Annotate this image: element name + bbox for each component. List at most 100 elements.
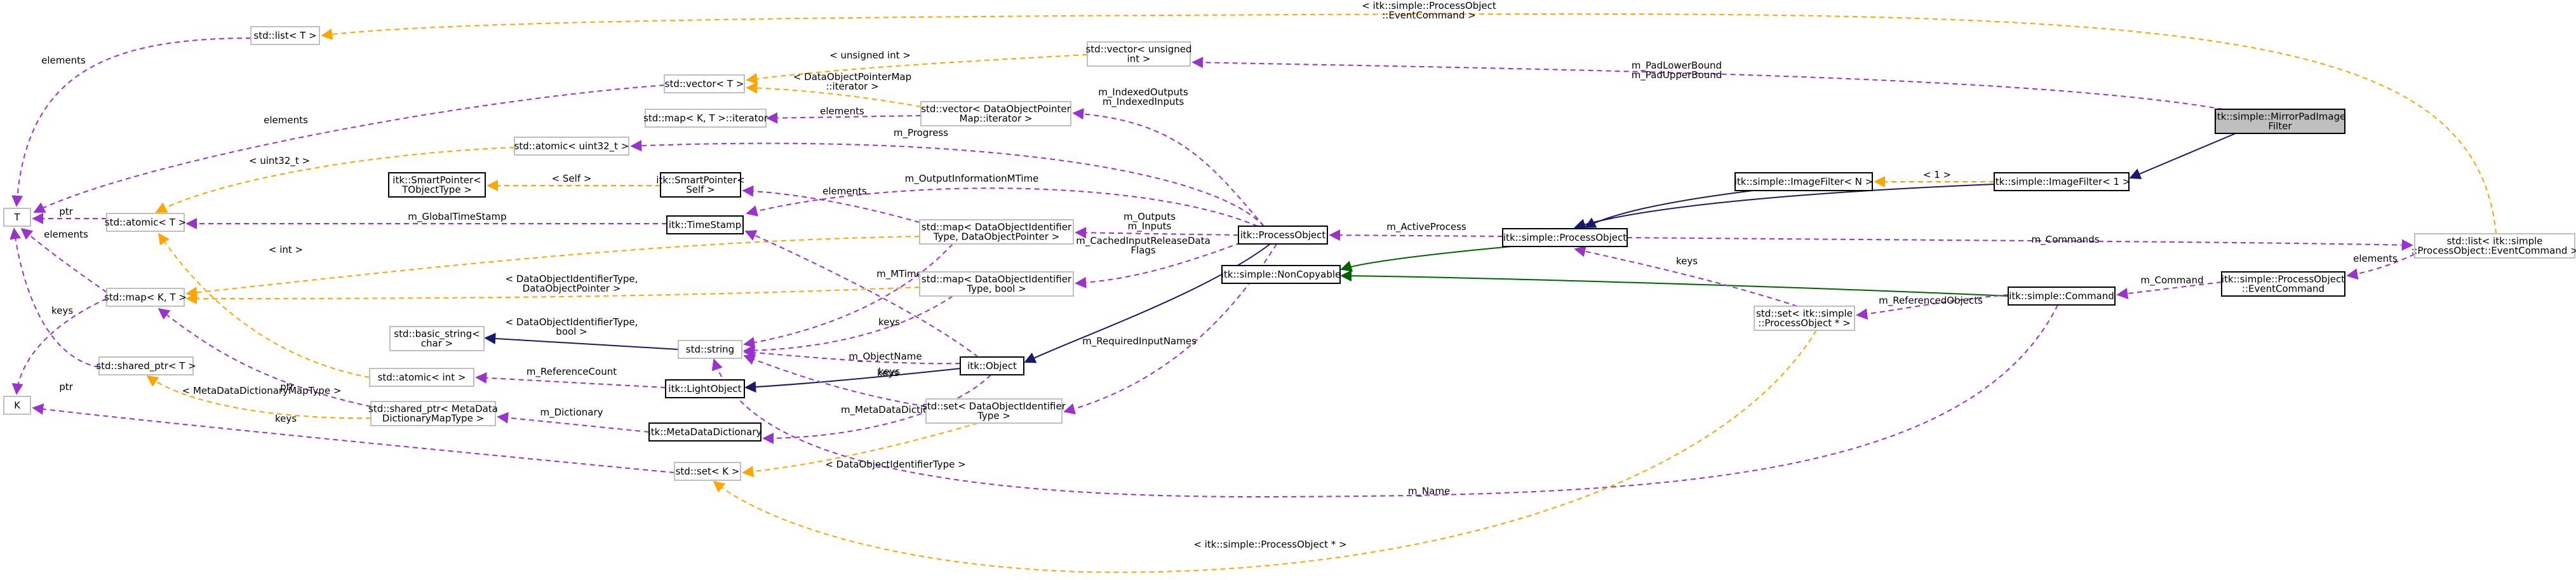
edge-label-output-mtime: m_OutputInformationMTime xyxy=(905,173,1039,185)
edge-label-pad-bound: m_PadLowerBound xyxy=(1632,60,1722,72)
edge-label-active-process: m_ActiveProcess xyxy=(1386,221,1466,233)
node-set-po[interactable]: std::set< itk::simple::ProcessObject * > xyxy=(1754,306,1855,331)
node-vector-t[interactable]: std::vector< T > xyxy=(664,74,745,93)
node-light-object[interactable]: itk::LightObject xyxy=(665,379,745,398)
edge-dictionary xyxy=(497,412,650,433)
node-shared-ptr-meta[interactable]: std::shared_ptr< MetaDataDictionaryMapTy… xyxy=(368,401,498,426)
node-vector-dopm[interactable]: std::vector< DataObjectPointerMap::itera… xyxy=(920,101,1071,126)
node-label: std::list< itk::simple xyxy=(2446,236,2542,247)
edge-label-t-ptr: ptr xyxy=(59,206,73,217)
edge-label-progress: m_Progress xyxy=(894,127,948,139)
edge-reference-count xyxy=(475,372,666,388)
node-basic-string[interactable]: std::basic_string<char > xyxy=(389,326,485,351)
node-label: std::set< itk::simple xyxy=(1756,308,1853,320)
node-label: itk::Object xyxy=(967,360,1017,372)
node-command[interactable]: itk::simple::Command xyxy=(2008,287,2116,306)
edge-label-referenced-objects: m_ReferencedObjects xyxy=(1879,295,1983,307)
node-label: itk::LightObject xyxy=(668,383,741,395)
node-map-dop[interactable]: std::map< DataObjectIdentifierType, Data… xyxy=(919,219,1074,245)
node-noncopyable[interactable]: itk::simple::NonCopyable xyxy=(1221,265,1341,284)
node-label: itk::simple::NonCopyable xyxy=(1221,269,1341,280)
node-label: ::ProcessObject * > xyxy=(1758,318,1850,329)
node-label: Type, DataObjectPointer > xyxy=(933,231,1060,243)
node-smartptr-t[interactable]: itk::SmartPointer<TObjectType > xyxy=(388,172,486,198)
edge-label-map-dob-tpl: bool > xyxy=(556,326,587,337)
edge-label-unsigned-int: < unsigned int > xyxy=(829,50,911,61)
edge-label-keys-set: keys xyxy=(877,367,899,379)
node-label: std::atomic< int > xyxy=(378,372,466,383)
node-label: itk::ProcessObject xyxy=(1240,229,1326,241)
node-label: itk::simple::ImageFilter< 1 > xyxy=(1993,176,2131,187)
edge-label-keys-string2: keys xyxy=(878,366,900,377)
edge-uint32 xyxy=(155,147,515,213)
edge-label-indexed: m_IndexedOutputs xyxy=(1098,86,1188,98)
edge-label-map-dop-tpl: DataObjectPointer > xyxy=(523,283,621,294)
inherit-processobject-to-object xyxy=(1024,243,1271,363)
node-atomic-uint32[interactable]: std::atomic< uint32_t > xyxy=(514,137,629,156)
node-process-object[interactable]: itk::ProcessObject xyxy=(1238,226,1328,245)
node-label: std::set< DataObjectIdentifier xyxy=(922,401,1066,412)
node-label: std::list< T > xyxy=(253,30,316,41)
node-label: std::set< K > xyxy=(676,466,740,477)
edge-indexed xyxy=(1072,108,1265,227)
node-label: std::atomic< uint32_t > xyxy=(514,140,629,152)
node-atomic-t[interactable]: std::atomic< T > xyxy=(105,213,186,232)
node-set-doi[interactable]: std::set< DataObjectIdentifierType > xyxy=(922,398,1066,424)
node-label: itk::simple::MirrorPadImage xyxy=(2215,111,2346,123)
node-map-dob[interactable]: std::map< DataObjectIdentifierType, bool… xyxy=(919,271,1074,297)
node-map-kt[interactable]: std::map< K, T > xyxy=(104,288,187,307)
node-string[interactable]: std::string xyxy=(678,340,742,359)
edge-label-keys-string: keys xyxy=(878,316,900,328)
edge-label-cached: m_CachedInputReleaseData xyxy=(1076,235,1211,247)
edge-label-shared-ptr: ptr xyxy=(280,381,294,393)
edge-keys-spo xyxy=(1574,245,1798,307)
node-label: itk::MetaDataDictionary xyxy=(648,426,762,438)
edge-label-map-dop-tpl: < DataObjectIdentifierType, xyxy=(506,273,638,285)
node-T[interactable]: T xyxy=(3,208,31,227)
edge-label-one-tpl: < 1 > xyxy=(1923,169,1951,180)
node-K[interactable]: K xyxy=(3,396,31,415)
node-imagefilter-1[interactable]: itk::simple::ImageFilter< 1 > xyxy=(1993,172,2131,191)
edge-label-meta-dictionary: m_MetaDataDictionary xyxy=(841,404,950,416)
node-set-k[interactable]: std::set< K > xyxy=(674,462,741,481)
node-map-iter[interactable]: std::map< K, T >::iterator xyxy=(643,109,768,128)
node-meta-dict[interactable]: itk::MetaDataDictionary xyxy=(648,422,762,442)
inherit-imagefilter1-to-processobject xyxy=(1574,184,1995,230)
inherit-string-to-basicstring xyxy=(484,332,679,350)
node-event-command[interactable]: itk::simple::ProcessObject::EventCommand xyxy=(2221,271,2345,297)
node-list-t[interactable]: std::list< T > xyxy=(250,26,320,45)
edge-label-k-keys: keys xyxy=(51,305,73,316)
node-label: itk::simple::ProcessObject xyxy=(2222,274,2345,285)
node-object[interactable]: itk::Object xyxy=(960,356,1024,375)
edge-map-iter-elements xyxy=(766,112,922,124)
node-label: std::shared_ptr< MetaData xyxy=(368,403,498,415)
node-label: std::map< DataObjectIdentifier xyxy=(922,222,1072,233)
edge-label-metadict-tpl: < MetaDataDictionaryMapType > xyxy=(182,385,342,396)
node-label: Type > xyxy=(977,410,1010,422)
node-label: std::map< DataObjectIdentifier xyxy=(922,274,1072,285)
node-atomic-int[interactable]: std::atomic< int > xyxy=(369,368,474,387)
node-shared-ptr-t[interactable]: std::shared_ptr< T > xyxy=(96,356,196,375)
node-label: itk::TimeStamp xyxy=(669,219,741,231)
edge-metadict-tpl xyxy=(146,375,372,419)
edge-k-keys2 xyxy=(32,403,675,473)
edge-label-doi-tpl: < DataObjectIdentifierType > xyxy=(825,459,965,470)
edge-label-outputs-inputs: m_Inputs xyxy=(1128,220,1172,233)
edge-label-dictionary: m_Dictionary xyxy=(540,407,603,419)
edge-k-keys xyxy=(11,298,107,395)
node-list-cmd[interactable]: std::list< itk::simple::ProcessObject::E… xyxy=(2411,233,2576,259)
node-label: T xyxy=(13,212,20,223)
edge-progress xyxy=(630,140,1265,227)
node-simple-process-object[interactable]: itk::simple::ProcessObject xyxy=(1502,228,1628,247)
edge-label-commands: m_Commands xyxy=(2031,234,2099,246)
edge-label-list-cmd-tpl: < itk::simple::ProcessObject xyxy=(1362,0,1496,11)
node-timestamp[interactable]: itk::TimeStamp xyxy=(666,215,744,234)
node-label: itk::SmartPointer< xyxy=(656,175,744,186)
edge-keys-set xyxy=(743,354,927,407)
node-smartptr-self[interactable]: itk::SmartPointer<Self > xyxy=(656,172,745,198)
node-imagefilter-n[interactable]: itk::simple::ImageFilter< N > xyxy=(1734,172,1873,191)
node-label: ::EventCommand xyxy=(2242,283,2324,295)
